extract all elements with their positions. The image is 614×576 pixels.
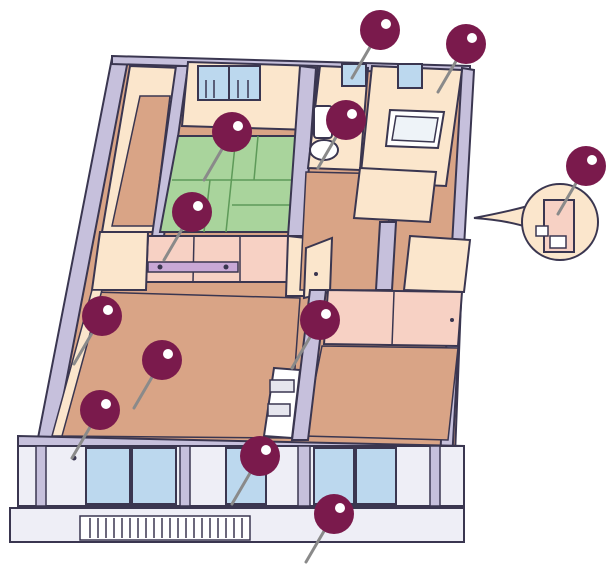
front-window-2 xyxy=(131,447,177,505)
pin-head-icon[interactable] xyxy=(212,112,252,152)
pin-living-window[interactable] xyxy=(70,390,120,460)
pin-highlight xyxy=(193,201,203,211)
pin-head-icon[interactable] xyxy=(80,390,120,430)
balcony xyxy=(9,507,465,543)
pin-head-icon[interactable] xyxy=(142,340,182,380)
railing-bars xyxy=(89,518,243,538)
pin-head-icon[interactable] xyxy=(314,494,354,534)
pin-highlight xyxy=(347,109,357,119)
pins-layer xyxy=(70,10,606,564)
tatami-front-left-wall xyxy=(90,231,150,291)
pin-balcony[interactable] xyxy=(304,494,354,564)
pin-head-icon[interactable] xyxy=(446,24,486,64)
pin-genkan-light[interactable] xyxy=(350,10,400,80)
pin-highlight xyxy=(381,19,391,29)
pin-highlight xyxy=(103,305,113,315)
pin-head-icon[interactable] xyxy=(240,436,280,476)
pin-highlight xyxy=(587,155,597,165)
front-window-5 xyxy=(355,447,397,505)
western-room-back-wall xyxy=(402,234,472,294)
front-window-wall xyxy=(17,434,465,507)
pin-head-icon[interactable] xyxy=(300,300,340,340)
pin-balcony-door[interactable] xyxy=(230,436,280,506)
pin-head-icon[interactable] xyxy=(172,192,212,232)
bathroom-window xyxy=(397,63,423,89)
front-window-1 xyxy=(85,447,131,505)
pin-bathroom[interactable] xyxy=(436,24,486,94)
pin-tatami-closet[interactable] xyxy=(162,192,212,262)
pin-highlight xyxy=(101,399,111,409)
pin-highlight xyxy=(261,445,271,455)
pin-toilet[interactable] xyxy=(316,100,366,170)
pin-head-icon[interactable] xyxy=(326,100,366,140)
pin-living-floor[interactable] xyxy=(132,340,182,410)
washroom-wall xyxy=(352,166,438,224)
utility-callout xyxy=(473,183,599,261)
pin-highlight xyxy=(163,349,173,359)
pin-highlight xyxy=(467,33,477,43)
pin-highlight xyxy=(233,121,243,131)
pin-head-icon[interactable] xyxy=(82,296,122,336)
pin-head-icon[interactable] xyxy=(566,146,606,186)
pin-head-icon[interactable] xyxy=(360,10,400,50)
western-room-floor xyxy=(303,345,459,441)
closet-corridor xyxy=(100,64,190,237)
western-room xyxy=(290,234,472,441)
pin-highlight xyxy=(335,503,345,513)
pin-tatami-room[interactable] xyxy=(202,112,252,182)
balcony-railing xyxy=(79,515,251,541)
pin-living-wall[interactable] xyxy=(72,296,122,366)
pin-highlight xyxy=(321,309,331,319)
pin-utility-panel[interactable] xyxy=(556,146,606,216)
pin-kitchen[interactable] xyxy=(290,300,340,370)
fusuma-sliding-doors xyxy=(144,235,292,283)
